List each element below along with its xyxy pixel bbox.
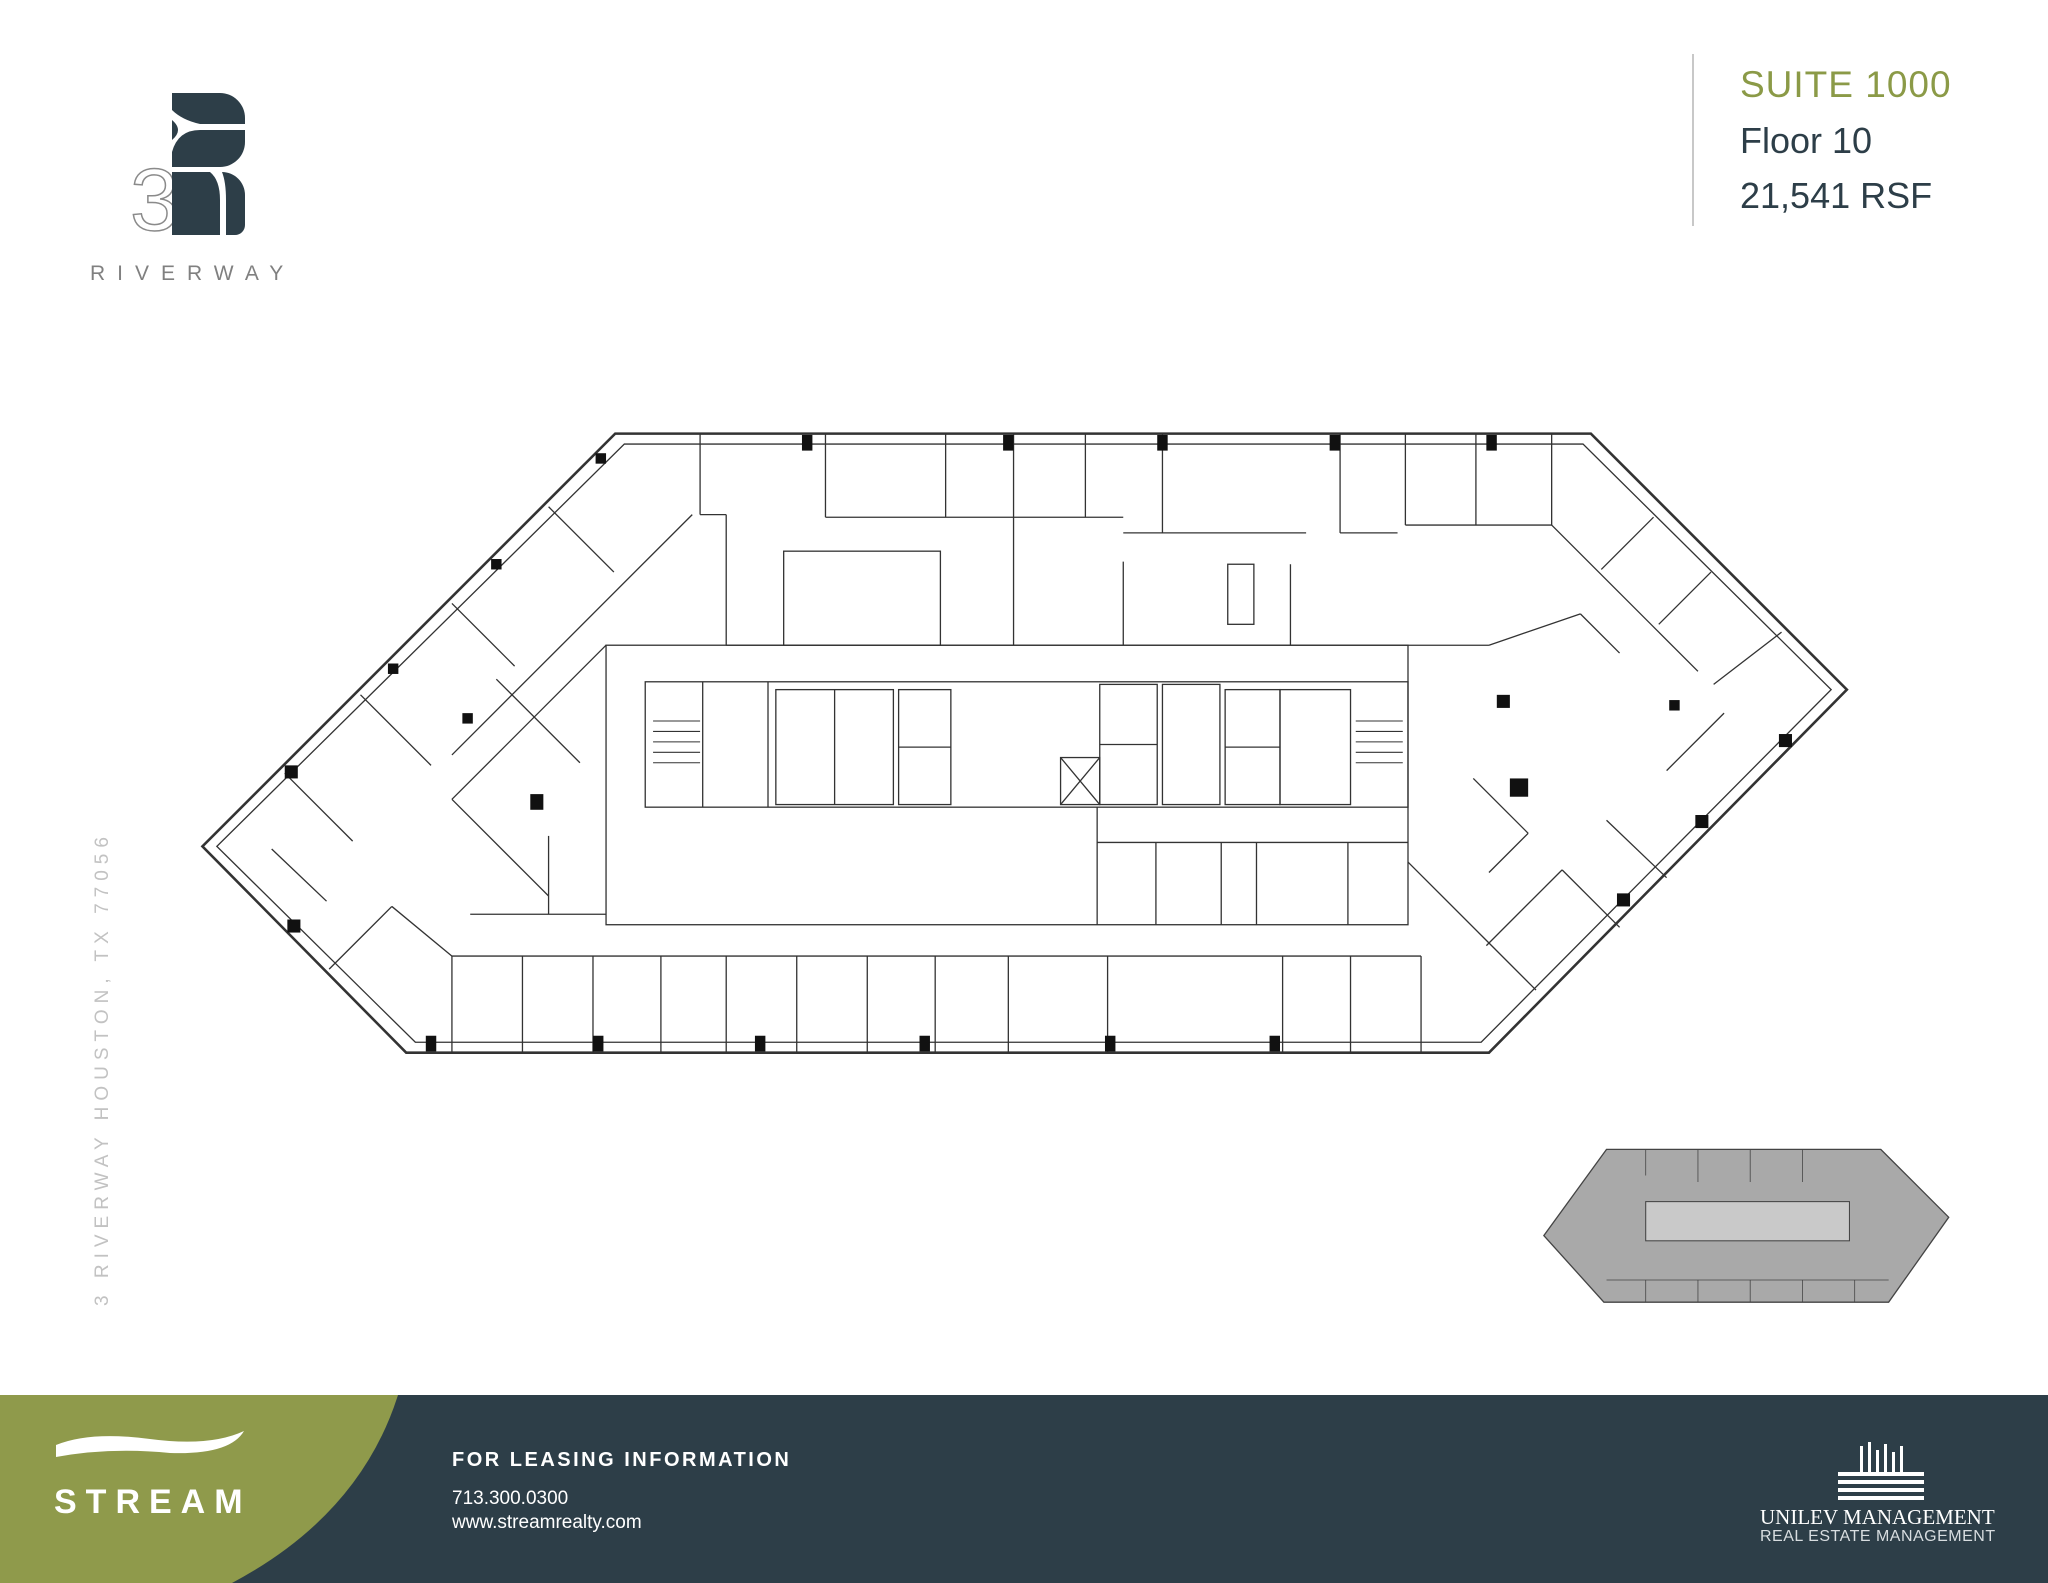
footer-green-panel xyxy=(0,1395,398,1583)
columns xyxy=(284,434,1792,1052)
key-plan-thumbnail xyxy=(1542,1148,1950,1303)
footer: STREAM FOR LEASING INFORMATION 713.300.0… xyxy=(0,1395,2048,1583)
north-offices xyxy=(699,433,1553,646)
logo-wordmark: RIVERWAY xyxy=(90,262,296,285)
stream-logo: STREAM xyxy=(54,1483,252,1521)
phone-number[interactable]: 713.300.0300 xyxy=(452,1488,569,1509)
riverway-logo: 3 xyxy=(130,93,245,240)
header-divider xyxy=(1692,54,1694,226)
leasing-heading: FOR LEASING INFORMATION xyxy=(452,1449,792,1471)
area-label: 21,541 RSF xyxy=(1740,175,1933,216)
management-subtitle: REAL ESTATE MANAGEMENT xyxy=(1760,1528,1996,1545)
east-wing xyxy=(1407,516,1782,991)
svg-text:3: 3 xyxy=(130,150,179,240)
stream-wave-icon xyxy=(56,1431,244,1457)
floor-label: Floor 10 xyxy=(1740,120,1873,161)
core xyxy=(605,644,1409,926)
website-link[interactable]: www.streamrealty.com xyxy=(452,1512,642,1533)
suite-title: SUITE 1000 xyxy=(1740,64,1952,105)
south-offices xyxy=(451,955,1422,1053)
floor-plan-outline xyxy=(200,432,1849,1055)
unilev-logo-icon xyxy=(1838,1442,1924,1500)
management-name: UNILEV MANAGEMENT xyxy=(1760,1505,1995,1529)
west-wing xyxy=(271,506,693,970)
